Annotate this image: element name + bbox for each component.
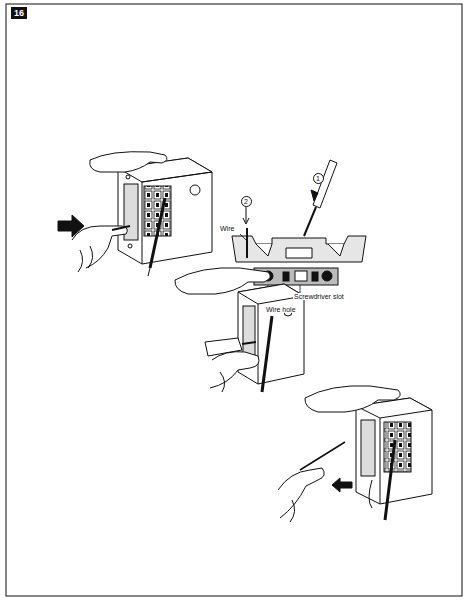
drawing-part [384, 422, 411, 472]
drawing-part [304, 207, 316, 236]
drawing-part [380, 418, 381, 504]
step-number-text: 16 [14, 8, 24, 18]
drawing-part [278, 468, 324, 522]
drawing-part [286, 248, 312, 258]
drawing-part [283, 272, 289, 281]
drawing-part [300, 285, 301, 293]
drawing-part [126, 175, 130, 179]
drawing-part [148, 268, 150, 276]
drawing-part [361, 420, 375, 476]
callout-number: 1 [313, 173, 324, 184]
drawing-part [328, 244, 344, 256]
drawing-part [295, 271, 307, 281]
part-label: Wire [219, 225, 235, 232]
drawing-part [210, 352, 259, 392]
drawing-part [305, 386, 400, 412]
drawing-part [322, 271, 332, 281]
drawing-part [112, 226, 130, 230]
callout-number-text: 1 [316, 175, 320, 182]
drawing-part [262, 316, 272, 392]
drawing-part [128, 244, 132, 248]
drawing-part [118, 158, 212, 264]
drawing-part [150, 198, 165, 268]
drawing-part [243, 306, 255, 358]
drawing-part [312, 272, 318, 281]
drawing-part [332, 478, 352, 492]
drawing-part [240, 234, 246, 240]
drawing-part [278, 386, 432, 522]
drawing-part [313, 160, 337, 208]
drawing-part [243, 207, 249, 224]
drawing-part [242, 342, 256, 344]
drawing-part [175, 268, 270, 294]
callout-number: 2 [241, 196, 252, 207]
drawing-part [232, 236, 366, 262]
drawing-part [258, 304, 259, 384]
drawing-part [232, 160, 366, 306]
callout-number-text: 2 [244, 198, 248, 205]
step-number: 16 [11, 7, 27, 19]
drawing-part [300, 442, 345, 470]
drawing-part [58, 215, 84, 237]
drawing-part [246, 228, 248, 258]
drawing-part [72, 226, 127, 272]
drawing-part [256, 244, 272, 256]
drawing-part [311, 190, 318, 201]
drawing-part [175, 268, 304, 392]
drawing-part [58, 152, 212, 276]
drawing-part [190, 185, 200, 195]
part-label: Wire hole [265, 306, 297, 313]
part-label: Screwdriver slot [293, 293, 345, 300]
drawing-part [385, 440, 395, 520]
drawing-part [6, 4, 462, 596]
drawing-part [369, 480, 372, 508]
drawing-part [90, 152, 167, 172]
